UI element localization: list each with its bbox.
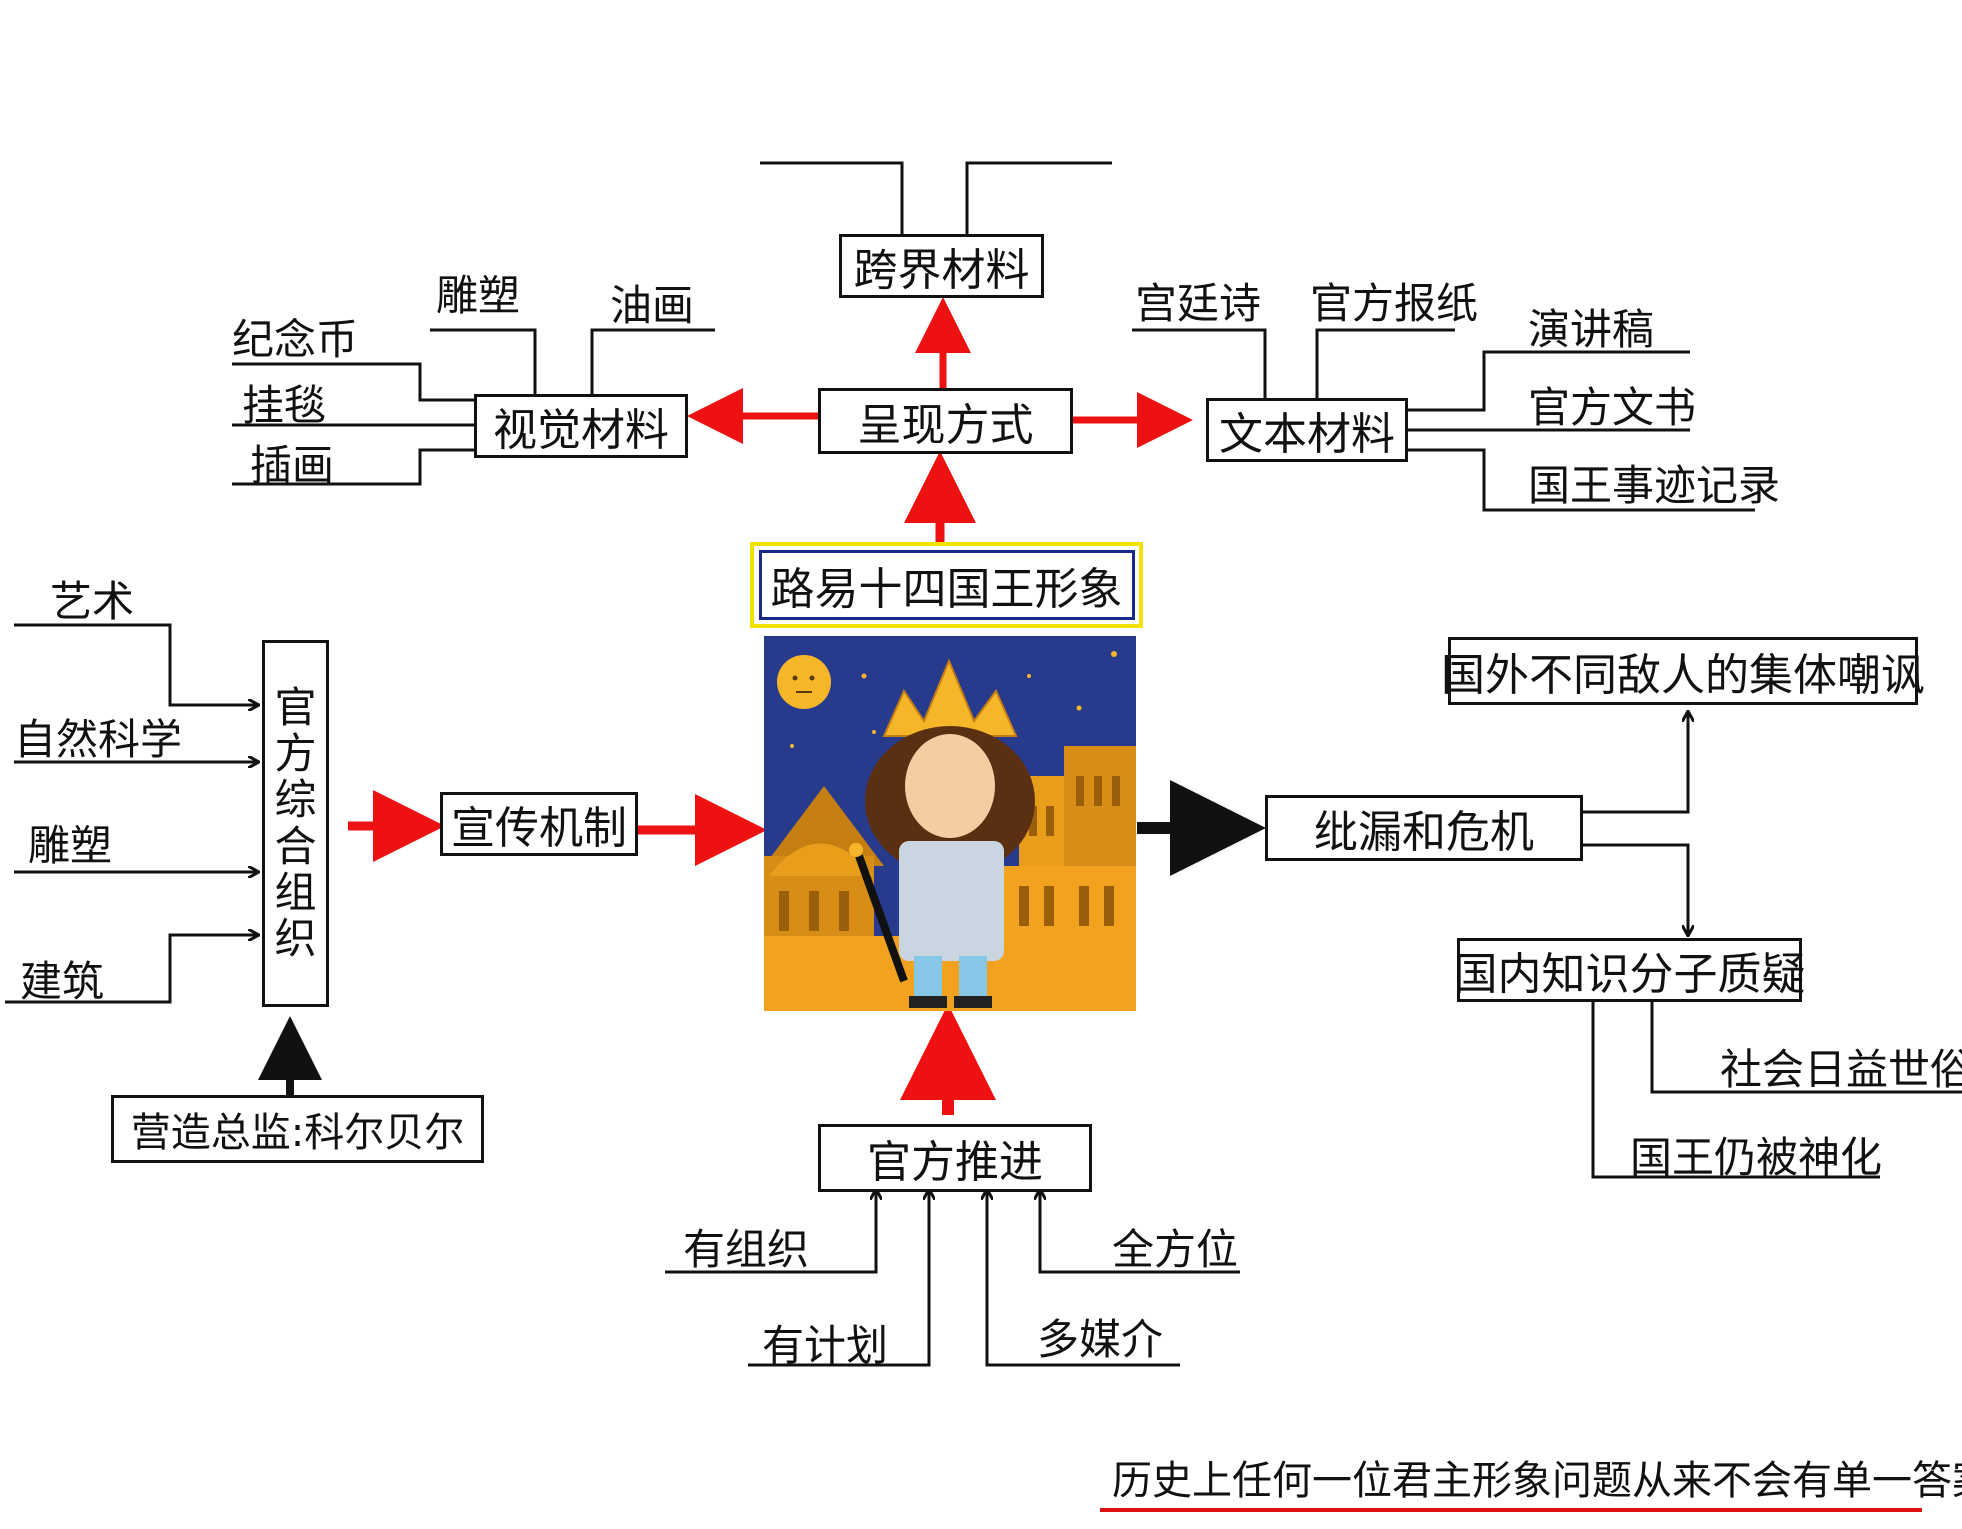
domestic-item-deified: 国王仍被神化 bbox=[1630, 1133, 1883, 1182]
official-promotion-box: 官方推进 bbox=[818, 1124, 1092, 1192]
director-box: 营造总监:科尔贝尔 bbox=[111, 1095, 484, 1163]
official-item-all-round: 全方位 bbox=[1112, 1225, 1239, 1274]
visual-item-coin: 纪念币 bbox=[232, 315, 359, 364]
org-char: 织 bbox=[274, 913, 317, 963]
center-title-inner: 路易十四国王形象 bbox=[758, 550, 1135, 620]
org-char: 方 bbox=[274, 729, 317, 779]
domestic-item-secular: 社会日益世俗化 bbox=[1720, 1045, 1962, 1094]
visual-item-sculpture: 雕塑 bbox=[436, 271, 521, 320]
visual-item-oil-painting: 油画 bbox=[610, 281, 695, 330]
field-architecture: 建筑 bbox=[20, 957, 105, 1006]
crown-icon bbox=[882, 658, 1018, 737]
foreign-ridicule-box: 国外不同敌人的集体嘲讽 bbox=[1441, 637, 1925, 705]
text-item-records: 国王事迹记录 bbox=[1528, 461, 1781, 510]
official-item-multimedia: 多媒介 bbox=[1037, 1315, 1164, 1364]
field-art: 艺术 bbox=[50, 577, 135, 626]
org-char: 综 bbox=[274, 775, 317, 825]
visual-item-tapestry: 挂毯 bbox=[242, 381, 327, 430]
center-title: 路易十四国王形象 bbox=[750, 542, 1143, 628]
cross-materials-box: 跨界材料 bbox=[839, 234, 1044, 298]
king-illustration-icon bbox=[764, 636, 1136, 1011]
crisis-box: 纰漏和危机 bbox=[1265, 795, 1583, 861]
official-item-planned: 有计划 bbox=[762, 1321, 889, 1370]
visual-materials-box: 视觉材料 bbox=[474, 394, 688, 458]
moon-icon bbox=[777, 655, 831, 709]
org-char: 官 bbox=[274, 682, 317, 732]
field-sculpture: 雕塑 bbox=[28, 821, 113, 870]
domestic-doubt-box: 国内知识分子质疑 bbox=[1454, 938, 1806, 1002]
text-item-documents: 官方文书 bbox=[1528, 383, 1697, 432]
visual-item-illustration: 插画 bbox=[250, 441, 335, 490]
text-materials-box: 文本材料 bbox=[1206, 398, 1408, 462]
field-science: 自然科学 bbox=[14, 715, 183, 764]
presentation-box: 呈现方式 bbox=[818, 388, 1073, 454]
text-item-court-poetry: 宫廷诗 bbox=[1135, 279, 1262, 328]
org-char: 合 bbox=[274, 821, 317, 871]
org-char: 组 bbox=[274, 867, 317, 917]
official-item-organized: 有组织 bbox=[683, 1225, 810, 1274]
official-org-box: 官 方 综 合 组 织 bbox=[262, 640, 329, 1007]
conclusion-text: 历史上任何一位君主形象问题从来不会有单一答案。 bbox=[1112, 1458, 1962, 1504]
propaganda-box: 宣传机制 bbox=[440, 792, 638, 856]
text-item-newspaper: 官方报纸 bbox=[1310, 279, 1479, 328]
text-item-speech: 演讲稿 bbox=[1528, 305, 1655, 354]
